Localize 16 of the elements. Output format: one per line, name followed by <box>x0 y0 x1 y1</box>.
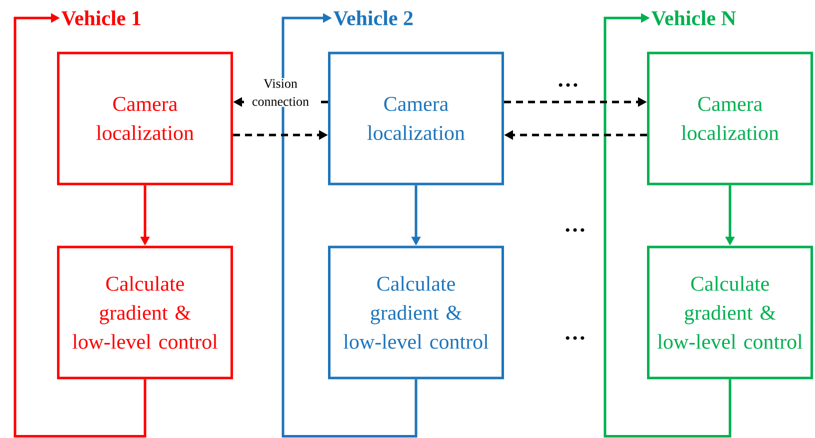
edge-label: Vision connection <box>244 78 316 107</box>
vehicle-label: Vehicle N <box>651 10 736 26</box>
vehicle-label: Vehicle 1 <box>61 10 140 26</box>
process-box: Calculate gradient & low-level control <box>328 246 504 380</box>
process-box: Camera localization <box>328 52 504 186</box>
process-box: Calculate gradient & low-level control <box>647 246 813 380</box>
process-box: Camera localization <box>647 52 813 186</box>
ellipsis: … <box>558 83 578 87</box>
arrow <box>14 13 146 438</box>
arrow <box>282 13 418 438</box>
ellipsis: … <box>566 228 584 232</box>
process-box: Camera localization <box>57 52 233 186</box>
ellipsis: … <box>566 336 584 340</box>
vehicle-label: Vehicle 2 <box>333 10 413 26</box>
process-box: Calculate gradient & low-level control <box>57 246 233 380</box>
arrow <box>604 13 732 438</box>
